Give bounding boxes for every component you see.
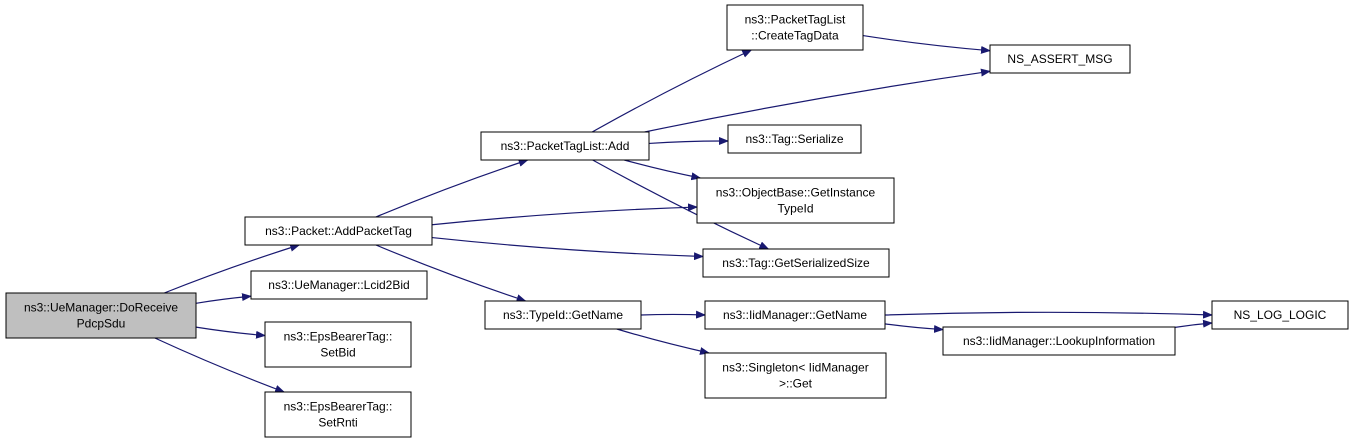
node-label-setBid-line-1: SetBid — [320, 346, 355, 360]
edge-addPacketTag-to-getSerializedSize — [431, 236, 704, 261]
node-box-getInstanceTypeId — [696, 177, 895, 224]
node-label-setRnti-line-1: SetRnti — [318, 416, 357, 430]
node-lookupInfo[interactable]: ns3::IidManager::LookupInformation — [942, 326, 1176, 356]
edge-ptlAdd-to-getInstanceTypeId — [624, 159, 702, 181]
node-getSerializedSize[interactable]: ns3::Tag::GetSerializedSize — [702, 248, 890, 278]
node-label-typeIdGetName-line-0: ns3::TypeId::GetName — [503, 308, 623, 322]
edge-ptlAdd-to-getSerializedSize — [592, 159, 770, 250]
node-label-createTagData-line-0: ns3::PacketTagList — [745, 13, 846, 27]
node-addPacketTag[interactable]: ns3::Packet::AddPacketTag — [244, 216, 433, 246]
node-singletonGet[interactable]: ns3::Singleton< IidManager>::Get — [704, 352, 887, 399]
node-lcid2bid[interactable]: ns3::UeManager::Lcid2Bid — [250, 270, 428, 300]
node-box-getSerializedSize — [702, 248, 890, 278]
edge-ptlAdd-to-createTagData — [591, 49, 753, 133]
node-label-logLogic-line-0: NS_LOG_LOGIC — [1234, 308, 1327, 322]
node-ptlAdd[interactable]: ns3::PacketTagList::Add — [480, 131, 650, 161]
node-iidGetName[interactable]: ns3::IidManager::GetName — [704, 300, 886, 330]
node-assertMsg[interactable]: NS_ASSERT_MSG — [989, 44, 1131, 74]
node-setRnti[interactable]: ns3::EpsBearerTag::SetRnti — [264, 391, 412, 438]
node-box-createTagData — [726, 4, 864, 51]
node-box-root — [5, 292, 197, 339]
edge-ptlAdd-to-tagSerialize — [648, 136, 729, 145]
edge-root-to-setBid — [195, 326, 266, 339]
node-label-tagSerialize-line-0: ns3::Tag::Serialize — [745, 132, 843, 146]
node-box-ptlAdd — [480, 131, 650, 161]
edge-root-to-lcid2bid — [195, 293, 252, 304]
node-typeIdGetName[interactable]: ns3::TypeId::GetName — [484, 300, 642, 330]
node-box-setBid — [264, 321, 412, 368]
node-label-ptlAdd-line-0: ns3::PacketTagList::Add — [501, 139, 630, 153]
edge-lookupInfo-to-logLogic — [1174, 319, 1213, 328]
edge-iidGetName-to-lookupInfo — [884, 323, 944, 334]
node-label-iidGetName-line-0: ns3::IidManager::GetName — [723, 308, 867, 322]
node-label-lcid2bid-line-0: ns3::UeManager::Lcid2Bid — [268, 278, 409, 292]
edges-layer — [154, 34, 1213, 393]
node-label-singletonGet-line-0: ns3::Singleton< IidManager — [722, 361, 868, 375]
node-label-getSerializedSize-line-0: ns3::Tag::GetSerializedSize — [722, 256, 870, 270]
node-setBid[interactable]: ns3::EpsBearerTag::SetBid — [264, 321, 412, 368]
edge-iidGetName-to-logLogic — [884, 310, 1213, 319]
node-label-setRnti-line-0: ns3::EpsBearerTag:: — [284, 400, 393, 414]
node-box-singletonGet — [704, 352, 887, 399]
node-label-getInstanceTypeId-line-0: ns3::ObjectBase::GetInstance — [716, 186, 876, 200]
node-label-createTagData-line-1: ::CreateTagData — [751, 29, 839, 43]
edge-createTagData-to-assertMsg — [862, 34, 991, 54]
node-box-lcid2bid — [250, 270, 428, 300]
edge-addPacketTag-to-typeIdGetName — [375, 244, 527, 302]
edge-addPacketTag-to-getInstanceTypeId — [431, 203, 698, 226]
node-label-getInstanceTypeId-line-1: TypeId — [777, 202, 813, 216]
node-box-logLogic — [1211, 300, 1349, 330]
node-box-typeIdGetName — [484, 300, 642, 330]
node-box-setRnti — [264, 391, 412, 438]
node-box-iidGetName — [704, 300, 886, 330]
node-box-tagSerialize — [727, 124, 862, 154]
node-logLogic[interactable]: NS_LOG_LOGIC — [1211, 300, 1349, 330]
edge-ptlAdd-to-assertMsg — [644, 68, 991, 133]
node-label-addPacketTag-line-0: ns3::Packet::AddPacketTag — [265, 224, 412, 238]
node-tagSerialize[interactable]: ns3::Tag::Serialize — [727, 124, 862, 154]
edge-root-to-setRnti — [154, 337, 286, 393]
node-label-assertMsg-line-0: NS_ASSERT_MSG — [1007, 52, 1112, 66]
node-label-singletonGet-line-1: >::Get — [779, 377, 813, 391]
node-label-root-line-1: PdcpSdu — [77, 317, 126, 331]
node-box-assertMsg — [989, 44, 1131, 74]
node-createTagData[interactable]: ns3::PacketTagList::CreateTagData — [726, 4, 864, 51]
node-label-lookupInfo-line-0: ns3::IidManager::LookupInformation — [963, 334, 1155, 348]
edge-addPacketTag-to-ptlAdd — [375, 159, 529, 218]
edge-root-to-addPacketTag — [164, 243, 301, 294]
edge-typeIdGetName-to-singletonGet — [616, 328, 711, 355]
node-box-addPacketTag — [244, 216, 433, 246]
node-label-root-line-0: ns3::UeManager::DoReceive — [24, 301, 178, 315]
node-label-setBid-line-0: ns3::EpsBearerTag:: — [284, 330, 393, 344]
edge-typeIdGetName-to-iidGetName — [640, 310, 706, 319]
node-box-lookupInfo — [942, 326, 1176, 356]
